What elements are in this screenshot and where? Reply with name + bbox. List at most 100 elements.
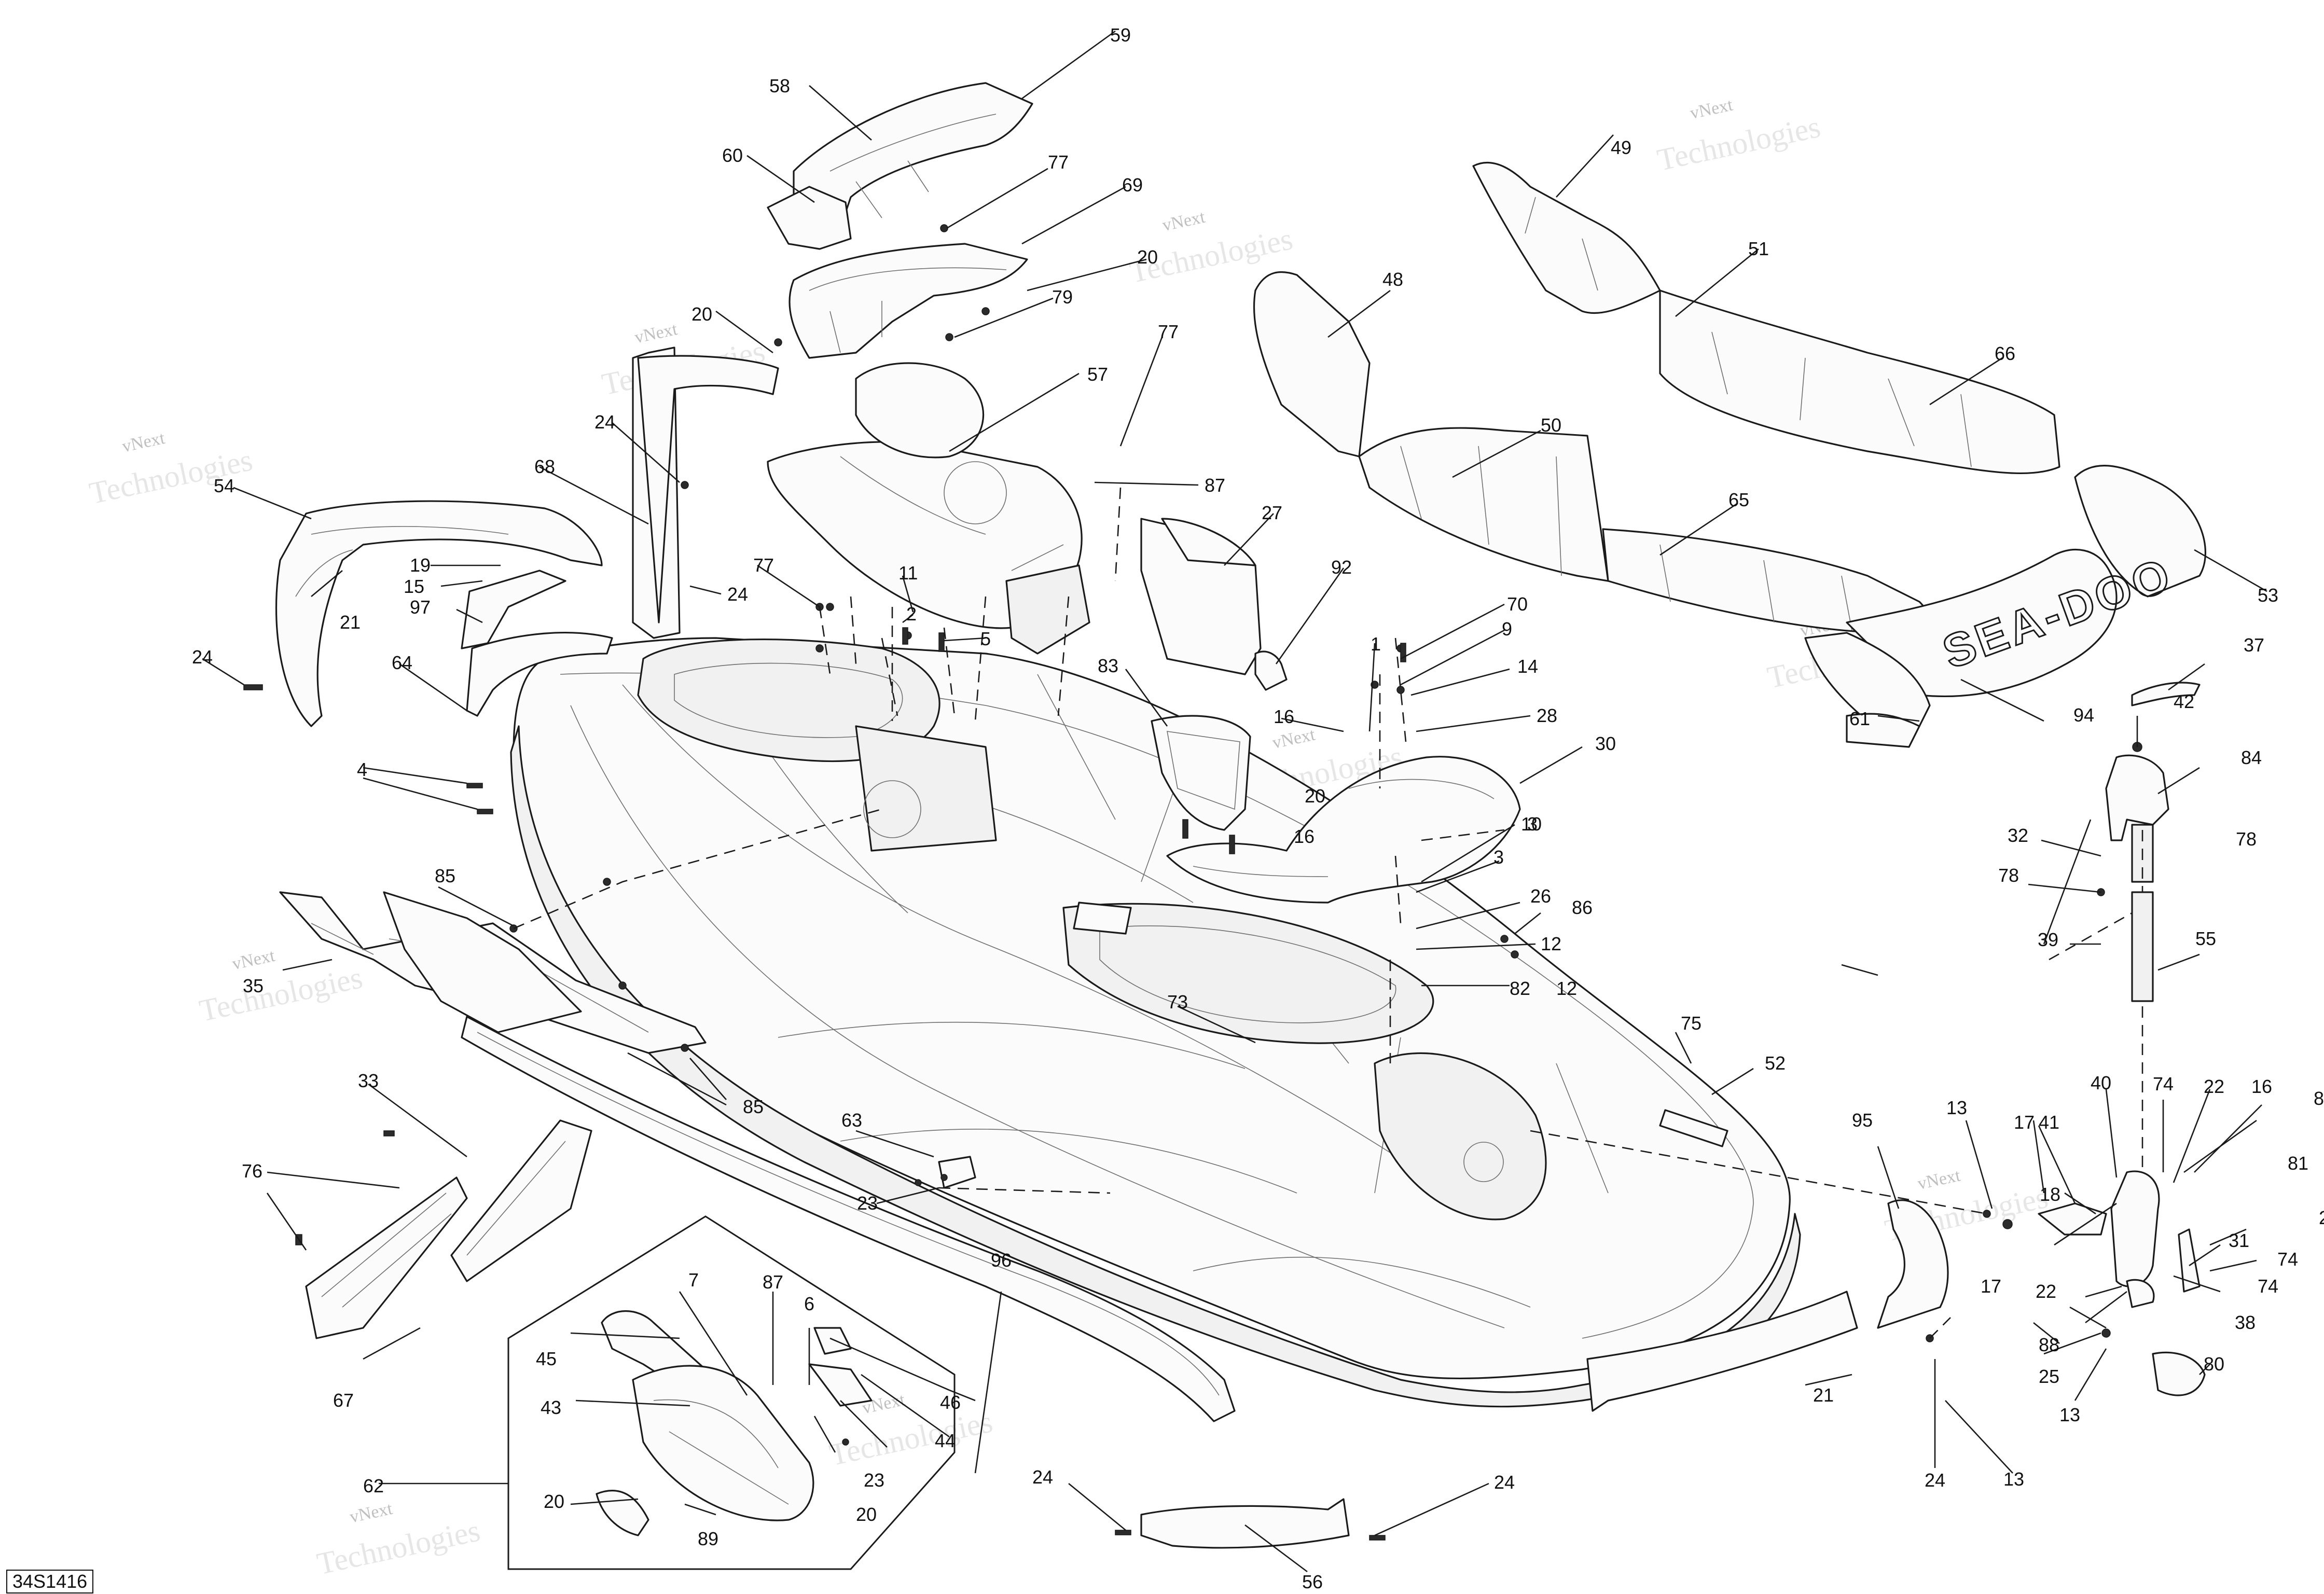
callout-label: 27: [1262, 502, 1282, 523]
side-panels: [275, 346, 779, 727]
callout-label: 82: [1510, 978, 1530, 999]
callout-label: 56: [1302, 1571, 1323, 1592]
callout-label: 64: [392, 652, 412, 673]
callout-label: 2: [906, 603, 917, 625]
callout-label: 45: [536, 1348, 557, 1369]
callout-label: 18: [2040, 1184, 2060, 1205]
callout-label: 70: [1507, 593, 1528, 615]
callout-label: 67: [333, 1390, 354, 1411]
callout-label: 24: [1925, 1470, 1945, 1491]
callout-label: 68: [534, 456, 555, 477]
callout-label: 59: [1110, 24, 1131, 46]
callout-label: 40: [2091, 1072, 2111, 1093]
callout-label: 46: [940, 1392, 961, 1413]
callout-label: 84: [2241, 747, 2262, 768]
boarding-ladder: [1140, 754, 2206, 1549]
callout-label: 24: [727, 584, 748, 605]
callout-label: 13: [1946, 1097, 1967, 1118]
callout-label: 94: [2073, 704, 2094, 726]
callout-label: 17: [2014, 1112, 2035, 1133]
callout-label: 16: [1294, 826, 1315, 847]
callout-label: 74: [2153, 1073, 2174, 1094]
callout-label: 92: [1331, 557, 1352, 578]
callout-label: 74: [2258, 1276, 2278, 1297]
svg-text:Technologies: Technologies: [1654, 109, 1823, 177]
callout-label: 66: [1995, 343, 2015, 364]
callout-label: 26: [1530, 885, 1551, 907]
callout-label: 89: [698, 1528, 718, 1549]
svg-text:vNext: vNext: [1689, 95, 1735, 123]
side-vents: [305, 1119, 976, 1339]
callout-label: 77: [1158, 321, 1179, 342]
svg-text:vNext: vNext: [633, 320, 680, 348]
callout-label: 8: [2314, 1088, 2324, 1109]
svg-text:vNext: vNext: [1270, 725, 1317, 753]
callout-label: 20: [1305, 785, 1325, 807]
callout-label: 32: [2008, 825, 2028, 846]
callout-label: 42: [2174, 691, 2194, 712]
callout-label: 23: [857, 1193, 878, 1214]
callout-label: 96: [991, 1250, 1012, 1271]
callout-label: 57: [1087, 364, 1108, 385]
callout-label: 3: [1527, 813, 1538, 835]
callout-label: 13: [2059, 1404, 2080, 1425]
callout-label: 24: [1494, 1472, 1515, 1493]
callout-label: 77: [1048, 151, 1069, 173]
callout-label: 85: [743, 1096, 764, 1117]
callout-label: 58: [769, 75, 790, 96]
callout-label: 77: [753, 555, 774, 576]
callout-label: 15: [404, 576, 424, 597]
callout-label: 11: [898, 562, 918, 584]
hardware-fasteners: [243, 224, 2142, 1541]
callout-label: 24: [1032, 1466, 1053, 1488]
svg-text:vNext: vNext: [348, 1499, 395, 1527]
callout-label: 35: [243, 975, 264, 996]
callout-label: 24: [594, 411, 615, 433]
callout-label: 62: [363, 1475, 384, 1496]
callout-label: 1: [1371, 633, 1381, 655]
svg-text:vNext: vNext: [1916, 1166, 1962, 1194]
callout-label: 85: [435, 865, 455, 886]
svg-text:Technologies: Technologies: [197, 960, 366, 1028]
callout-label: 20: [544, 1491, 564, 1512]
callout-label: 74: [2277, 1249, 2298, 1270]
callout-label: 19: [410, 555, 431, 576]
callout-label: 4: [357, 759, 367, 780]
callout-label: 20: [691, 303, 712, 325]
callout-label: 48: [1382, 269, 1403, 290]
callout-label: 33: [358, 1070, 379, 1091]
callout-label: 88: [2039, 1334, 2059, 1355]
callout-label: 78: [2236, 828, 2257, 850]
callout-label: 97: [410, 597, 431, 618]
callout-label: 3: [1493, 847, 1504, 868]
callout-label: 7: [688, 1269, 699, 1291]
callout-label: 38: [2235, 1312, 2256, 1333]
callout-label: 95: [1852, 1110, 1873, 1131]
detail-inset: [507, 1215, 956, 1570]
callout-label: 65: [1728, 489, 1749, 510]
svg-text:Technologies: Technologies: [314, 1513, 483, 1581]
callout-label: 80: [2204, 1353, 2224, 1375]
leader-lines: [202, 30, 2267, 1573]
svg-text:vNext: vNext: [1160, 207, 1207, 235]
callout-label: 76: [242, 1160, 262, 1182]
callout-label: 22: [2036, 1281, 2056, 1302]
callout-label: 73: [1167, 991, 1188, 1013]
callout-label: 78: [1998, 865, 2019, 886]
callout-label: 49: [1611, 137, 1631, 158]
seat-covers: SEA-DOO: [1253, 161, 2207, 748]
dash-assembly: [767, 82, 1090, 655]
callout-label: 22: [2204, 1076, 2224, 1097]
callout-label: 16: [1274, 706, 1294, 727]
callout-label: 14: [1517, 656, 1538, 677]
callout-label: 63: [841, 1110, 862, 1131]
callout-label: 5: [980, 628, 991, 649]
callout-numbers: 59 58 60 77 69 20 20 79 57 77 87 24 68 5…: [192, 24, 2324, 1592]
callout-label: 21: [340, 612, 361, 633]
callout-label: 53: [2258, 585, 2278, 606]
svg-text:Technologies: Technologies: [826, 1404, 995, 1472]
callout-label: 61: [1849, 708, 1870, 729]
callout-label: 52: [1765, 1052, 1786, 1074]
